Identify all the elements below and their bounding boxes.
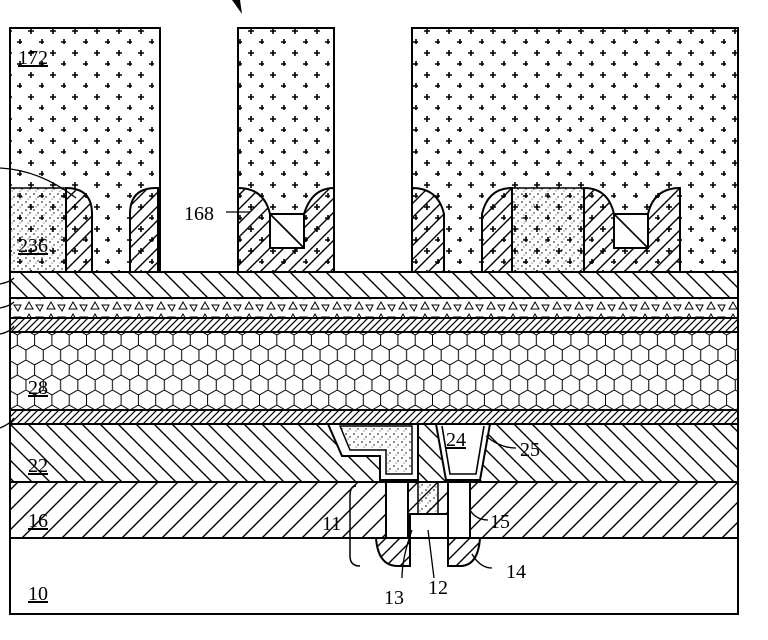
label-12: 12 <box>428 577 448 599</box>
layer-16 <box>9 481 739 539</box>
source-drain-right <box>447 537 482 567</box>
column-left <box>9 27 161 273</box>
layer-thin-hatch-a <box>9 317 739 333</box>
label-14: 14 <box>506 561 526 583</box>
column-right <box>411 27 739 273</box>
layer-10-substrate <box>9 537 739 615</box>
arrow-tip <box>232 0 242 14</box>
via-right <box>447 481 471 539</box>
label-168: 168 <box>184 203 214 225</box>
layer-hatched-top <box>9 271 739 299</box>
label-28: 28 <box>28 377 48 399</box>
label-15: 15 <box>490 511 510 533</box>
column-middle <box>237 27 335 273</box>
layer-thin-hatch-b <box>9 409 739 425</box>
via-left <box>385 481 409 539</box>
contact-24 <box>434 423 492 481</box>
label-13: 13 <box>384 587 404 609</box>
label-16: 16 <box>28 510 48 532</box>
label-11: 11 <box>322 513 341 535</box>
label-10: 10 <box>28 583 48 605</box>
source-drain-left <box>374 537 411 567</box>
label-22: 22 <box>28 455 48 477</box>
label-172: 172 <box>18 47 48 69</box>
layer-28-hexagons <box>9 331 739 411</box>
layer-triangles <box>9 297 739 319</box>
label-24: 24 <box>446 429 466 451</box>
label-25: 25 <box>520 439 540 461</box>
label-236: 236 <box>18 235 48 257</box>
